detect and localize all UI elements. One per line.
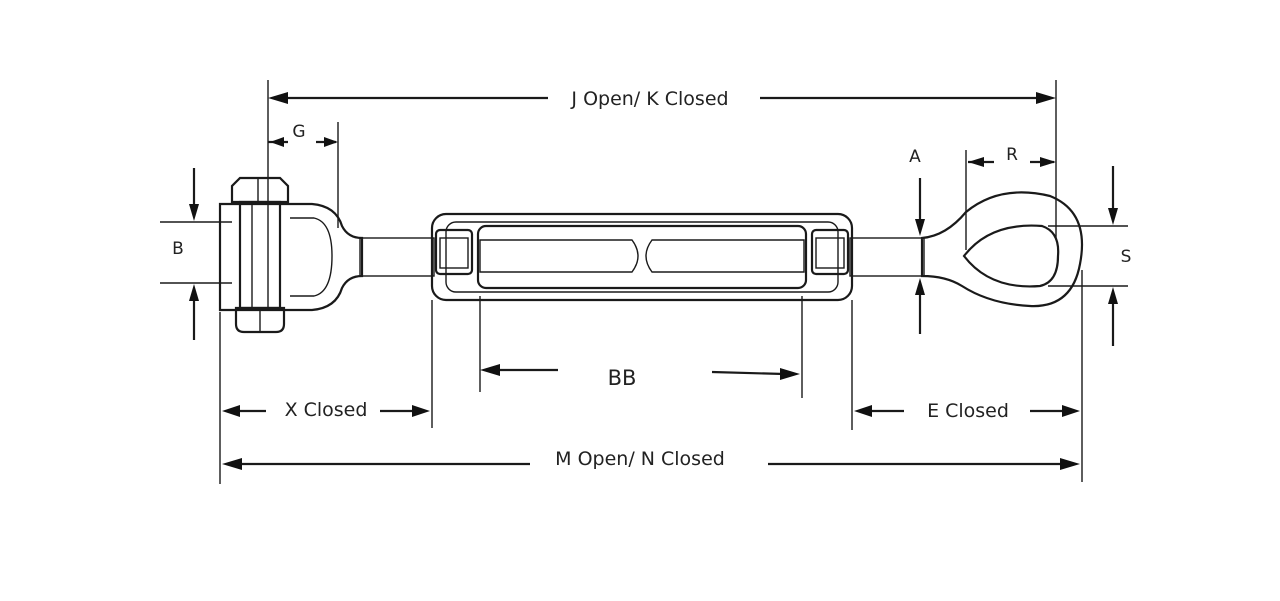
dimension-m-n: M Open/ N Closed — [222, 448, 1080, 470]
collar-left — [434, 228, 474, 276]
g-arrow-right — [324, 137, 338, 147]
bb-dim-right — [711, 370, 785, 376]
e-arrow-left — [854, 405, 872, 417]
bb-arrow-right — [780, 368, 800, 380]
collar-right — [810, 228, 850, 276]
label-j-open-k-closed: J Open/ K Closed — [570, 88, 728, 110]
m-arrow-left — [222, 458, 242, 470]
x-arrow-right — [412, 405, 430, 417]
label-bb: BB — [608, 366, 637, 390]
eye-outer — [920, 191, 1084, 308]
dimension-a: A — [909, 147, 925, 334]
label-a: A — [909, 147, 921, 167]
dimension-b: B — [160, 168, 232, 340]
jaw-slot — [290, 217, 333, 297]
dimension-j-k: J Open/ K Closed — [267, 80, 1057, 240]
label-g: G — [292, 122, 305, 142]
eye-inner — [962, 224, 1060, 288]
left-threaded-rod — [359, 237, 435, 277]
e-arrow-right — [1062, 405, 1080, 417]
a-arrow-top — [915, 219, 925, 236]
dimension-r: R — [965, 145, 1056, 250]
label-e-closed: E Closed — [927, 400, 1009, 422]
label-x-closed: X Closed — [285, 399, 368, 421]
b-arrow-top — [189, 204, 199, 221]
body-window — [476, 224, 808, 290]
x-arrow-left — [222, 405, 240, 417]
body-outer — [430, 212, 854, 302]
right-threaded-rod — [849, 237, 925, 277]
dimension-bb: BB — [479, 296, 803, 398]
label-m-open-n-closed: M Open/ N Closed — [555, 448, 725, 470]
bolt-head — [230, 176, 290, 204]
jaw-pin — [238, 200, 282, 310]
jaw-body — [218, 202, 364, 312]
window-thread-right — [645, 239, 805, 273]
m-arrow-right — [1060, 458, 1080, 470]
dimension-e-closed: E Closed — [851, 270, 1083, 482]
s-arrow-bottom — [1108, 287, 1118, 304]
dimension-g: G — [268, 122, 339, 228]
b-arrow-bottom — [189, 284, 199, 301]
turnbuckle-body — [430, 212, 854, 302]
g-arrow-left — [270, 137, 284, 147]
r-arrow-right — [1040, 157, 1056, 167]
label-s: S — [1121, 247, 1132, 267]
collar-left-inner — [439, 237, 469, 269]
body-inner-rim — [445, 221, 839, 293]
s-arrow-top — [1108, 208, 1118, 225]
bb-arrow-left — [480, 364, 500, 376]
bolt-nut — [234, 306, 286, 334]
arrow-left — [268, 92, 288, 104]
dimension-s: S — [1048, 166, 1131, 346]
window-thread-left — [479, 239, 639, 273]
label-r: R — [1006, 145, 1018, 165]
r-arrow-left — [968, 157, 984, 167]
collar-right-inner — [815, 237, 845, 269]
a-arrow-bottom — [915, 278, 925, 295]
label-b: B — [172, 239, 184, 259]
eye-end — [920, 191, 1084, 308]
dimension-x-closed: X Closed — [219, 300, 433, 484]
arrow-right — [1036, 92, 1056, 104]
jaw-end — [218, 176, 364, 334]
